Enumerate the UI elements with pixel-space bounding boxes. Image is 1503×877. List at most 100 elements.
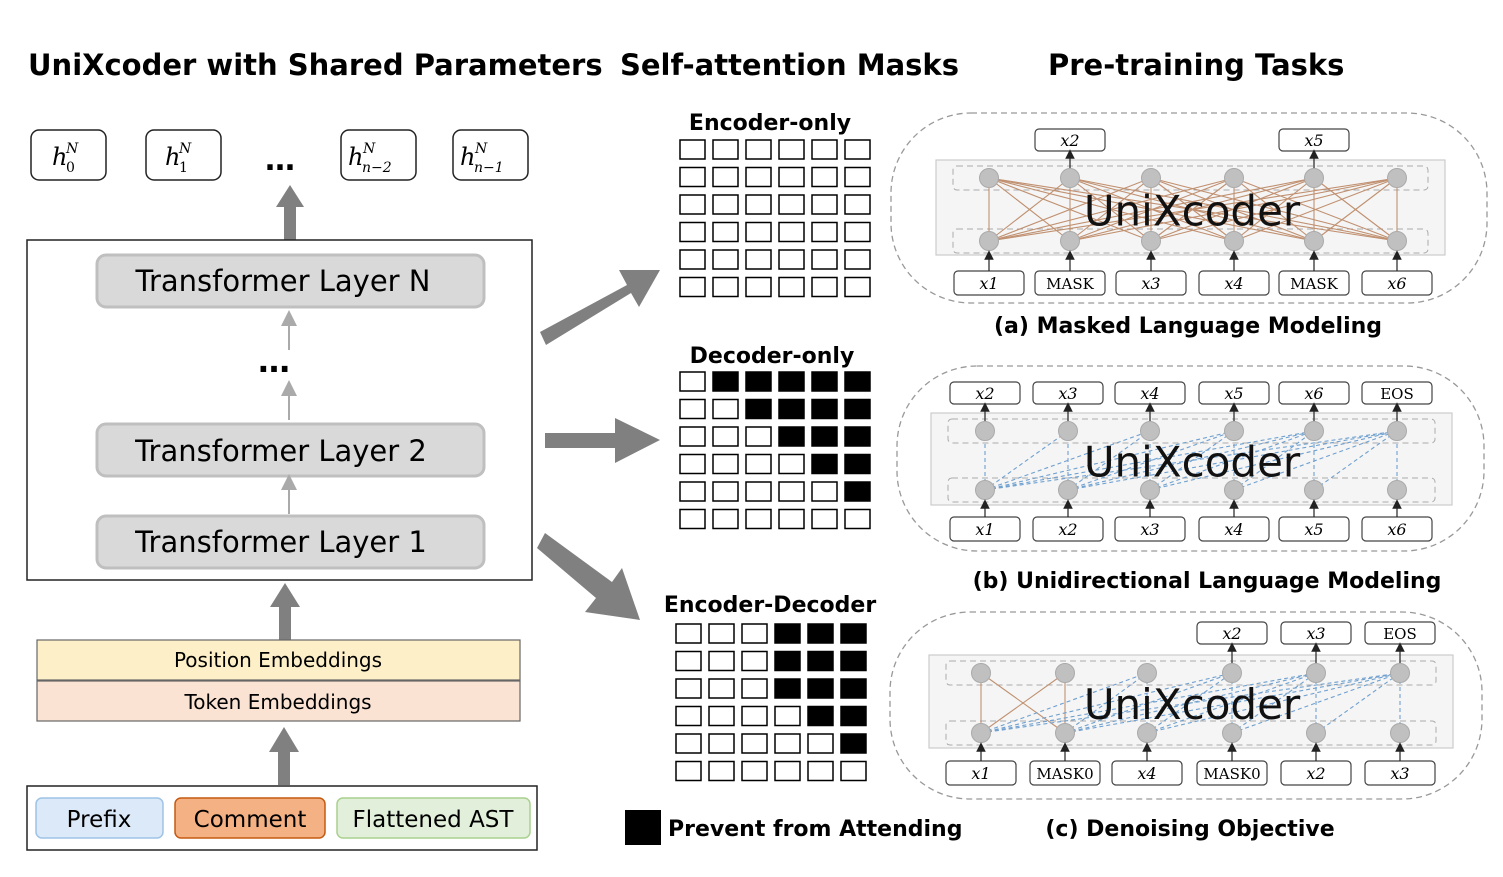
mask-cell-blocked: [807, 678, 834, 699]
attention-edge: [988, 177, 1235, 242]
bottom-node: [1390, 723, 1410, 743]
input-token-label: MASK0: [1203, 765, 1260, 783]
mask-cell-open: [679, 371, 706, 392]
mask-cell-open: [745, 276, 772, 298]
mask-cell-blocked: [807, 623, 834, 644]
bottom-node-row: [947, 477, 1436, 503]
mask-cell-open: [844, 221, 871, 243]
mask-cell-open: [679, 139, 706, 160]
bottom-node: [975, 480, 995, 500]
bottom-node-row: [952, 228, 1429, 254]
model-label: UniXcoder: [1084, 187, 1301, 236]
input-token-label: x6: [1387, 274, 1406, 293]
mask-cell-open: [712, 194, 739, 215]
layer-ellipsis: …: [258, 342, 290, 380]
mask-cell-open: [778, 453, 805, 475]
output-hn1: h N n−1: [452, 129, 529, 181]
mask-cell-blocked: [807, 705, 834, 727]
mask-cell-open: [679, 276, 706, 298]
mask-title-decoder-only: Decoder-only: [690, 344, 855, 369]
attention-edge: [984, 430, 1069, 491]
output-hn2: h N n−2: [340, 129, 417, 181]
mask-grid-2: [675, 623, 867, 782]
mask-cell-open: [811, 221, 838, 243]
svg-text:h: h: [348, 143, 363, 171]
output-token-label: EOS: [1383, 625, 1417, 643]
mask-cell-open: [712, 139, 739, 160]
top-node: [1141, 168, 1161, 188]
top-node: [1304, 421, 1324, 441]
attention-edge: [984, 430, 1235, 491]
top-node-row: [947, 418, 1436, 444]
title-middle: Self-attention Masks: [620, 48, 959, 82]
mask-cell-open: [811, 166, 838, 188]
mask-cell-open: [778, 166, 805, 188]
output-token-label: x2: [975, 384, 994, 403]
mask-cell-open: [778, 508, 805, 530]
attention-edge: [980, 672, 1148, 734]
attention-edge: [1233, 430, 1398, 491]
top-node: [1140, 421, 1160, 441]
model-block: [930, 412, 1453, 506]
input-token-label: x5: [1304, 520, 1323, 539]
top-node-row: [952, 165, 1429, 191]
model-block: [928, 654, 1454, 749]
mask-cell-blocked: [840, 705, 867, 727]
svg-text:1: 1: [179, 160, 188, 176]
mask-cell-open: [844, 166, 871, 188]
legend-label: Prevent from Attending: [668, 817, 962, 842]
input-token-label: MASK: [1290, 275, 1338, 293]
mask-cell-open: [811, 139, 838, 160]
mask-cell-blocked: [811, 398, 838, 420]
attention-edge: [1067, 430, 1315, 491]
mask-cell-open: [741, 733, 768, 754]
svg-text:h: h: [165, 143, 180, 171]
bottom-node: [1060, 231, 1080, 251]
mask-cell-open: [712, 426, 739, 447]
mask-cell-open: [679, 194, 706, 215]
mask-cell-open: [708, 623, 735, 644]
attention-edge: [1150, 177, 1398, 242]
mask-cell-open: [741, 650, 768, 672]
attention-edge: [984, 430, 1151, 491]
attention-edges: [988, 177, 1398, 242]
svg-text:N: N: [178, 141, 192, 157]
bottom-node: [1306, 723, 1326, 743]
mask-cell-blocked: [844, 371, 871, 392]
mask-cell-blocked: [844, 426, 871, 447]
mask-cell-open: [774, 760, 801, 782]
input-token-label: x2: [1306, 764, 1325, 783]
top-node: [971, 663, 991, 683]
top-node: [1304, 168, 1324, 188]
layer-n: Transformer Layer N: [95, 253, 486, 309]
bottom-node: [979, 231, 999, 251]
task-caption-a: (a) Masked Language Modeling: [994, 314, 1382, 339]
output-token-label: x4: [1140, 384, 1159, 403]
output-token-label: x3: [1058, 384, 1077, 403]
bottom-node: [1304, 480, 1324, 500]
title-right: Pre-training Tasks: [1048, 48, 1344, 82]
mask-cell-blocked: [745, 398, 772, 420]
arrow-input-to-embeddings: [269, 727, 299, 785]
attention-edge: [1233, 177, 1398, 242]
output-token-label: EOS: [1380, 385, 1414, 403]
mask-cell-open: [844, 194, 871, 215]
token-embeddings-label: Token Embeddings: [183, 690, 371, 714]
layer-1-label: Transformer Layer 1: [134, 525, 427, 559]
mask-cell-open: [844, 249, 871, 270]
token-embeddings: Token Embeddings: [36, 680, 521, 722]
attention-edge: [1231, 672, 1401, 734]
attention-edge: [1146, 672, 1317, 734]
mask-cell-open: [679, 249, 706, 270]
mask-cell-open: [774, 705, 801, 727]
attention-edge: [1149, 430, 1398, 491]
mask-cell-open: [778, 194, 805, 215]
attention-edge: [988, 177, 1398, 242]
mask-cell-blocked: [778, 426, 805, 447]
mask-cell-open: [708, 650, 735, 672]
top-node: [1224, 421, 1244, 441]
mask-cell-blocked: [807, 650, 834, 672]
mask-cell-blocked: [778, 371, 805, 392]
